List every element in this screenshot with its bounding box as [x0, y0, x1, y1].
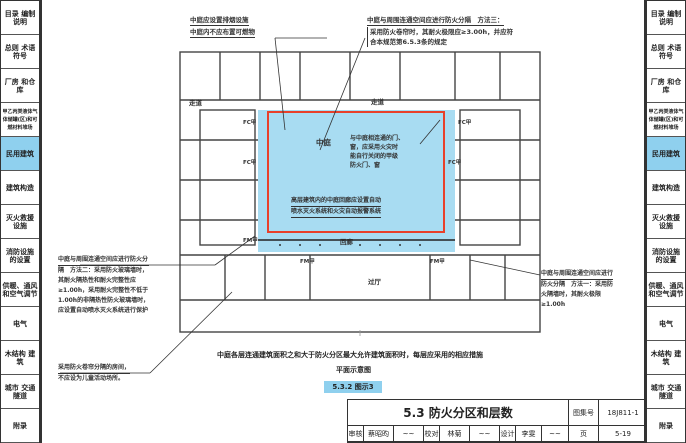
- sidebar-item[interactable]: 民用建筑: [647, 137, 685, 171]
- reviewer: 蔡昭昀: [364, 426, 394, 442]
- page-label: 页: [569, 426, 599, 442]
- caption-sub: 平面示意图: [336, 366, 371, 374]
- note-shutter-room: 采用防火卷帘分隔的房间，不应设为儿童活动场所。: [58, 364, 131, 382]
- sidebar-item[interactable]: 城市 交通隧道: [1, 375, 39, 409]
- review-label: 审核: [348, 426, 364, 442]
- fire-shutter-label: FC甲: [458, 120, 472, 126]
- corridor-label: 走道: [371, 98, 384, 106]
- designer: 李雯: [516, 426, 542, 442]
- sidebar-item[interactable]: 电气: [647, 307, 685, 341]
- note-sprinkler: 高层建筑内的中庭回廊应设置自动喷水灭火系统和火灾自动报警系统: [291, 196, 382, 218]
- sidebar-item[interactable]: 供暖、通风 和空气调节: [647, 273, 685, 307]
- sidebar-item[interactable]: 木结构 建筑: [647, 341, 685, 375]
- sidebar-item[interactable]: 消防设施 的设置: [1, 239, 39, 273]
- fire-door-label: FM甲: [300, 259, 315, 265]
- sidebar-item[interactable]: 灭火救援 设施: [1, 205, 39, 239]
- note-method3-title: 中庭与周围连通空间应进行防火分隔 方法三：: [367, 16, 504, 26]
- note-doors: 与中庭相连通的门、窗，应采用火灾时能自行关闭的甲级防火门、窗: [350, 135, 405, 169]
- sidebar-item[interactable]: 供暖、通风 和空气调节: [1, 273, 39, 307]
- fire-shutter-label: FC甲: [243, 120, 257, 126]
- sidebar-item[interactable]: 厂房 和仓库: [647, 69, 685, 103]
- check-label: 校对: [424, 426, 440, 442]
- designer-signature: ~~: [542, 426, 569, 442]
- sidebar-item[interactable]: 甲乙丙类液体气体储罐(区)和可燃材料堆场: [1, 103, 39, 137]
- reviewer-signature: ~~: [394, 426, 424, 442]
- hall-label: 过厅: [368, 278, 381, 286]
- checker: 林菊: [440, 426, 470, 442]
- atrium-label: 中庭: [316, 138, 331, 147]
- fire-door-label: FM甲: [243, 238, 258, 244]
- checker-signature: ~~: [470, 426, 500, 442]
- design-label: 设计: [500, 426, 516, 442]
- sidebar-item[interactable]: 建筑构造: [647, 171, 685, 205]
- drawing-frame: [40, 0, 646, 443]
- gallery-label: 回廊: [340, 238, 353, 246]
- section-title: 5.3 防火分区和层数: [348, 400, 569, 426]
- figure-label: 5.3.2 图示3: [324, 381, 382, 393]
- sidebar-item[interactable]: 城市 交通隧道: [647, 375, 685, 409]
- sidebar-item[interactable]: 甲乙丙类液体气体储罐(区)和可燃材料堆场: [647, 103, 685, 137]
- atlas-label: 图集号: [569, 400, 599, 426]
- sidebar-item[interactable]: 灭火救援 设施: [647, 205, 685, 239]
- sidebar-item[interactable]: 目录 编制说明: [647, 1, 685, 35]
- fire-door-label: FM甲: [430, 259, 445, 265]
- corridor-label: 走道: [189, 99, 202, 107]
- sidebar-item[interactable]: 总则 术语 符号: [647, 35, 685, 69]
- atrium-area: [258, 110, 455, 252]
- sprinkler-dots: [279, 244, 421, 246]
- sidebar-item[interactable]: 建筑构造: [1, 171, 39, 205]
- caption-main: 中庭各层连通建筑面积之和大于防火分区最大允许建筑面积时，每层应采用的相应措施: [217, 351, 483, 359]
- title-block: 5.3 防火分区和层数 图集号 18J811-1 审核 蔡昭昀 ~~ 校对 林菊…: [347, 399, 647, 443]
- sidebar-item[interactable]: 民用建筑: [1, 137, 39, 171]
- room-walls: [180, 52, 540, 300]
- sidebar-item[interactable]: 总则 术语 符号: [1, 35, 39, 69]
- sidebar-left: 目录 编制说明总则 术语 符号厂房 和仓库甲乙丙类液体气体储罐(区)和可燃材料堆…: [0, 0, 40, 443]
- sidebar-item[interactable]: 消防设施 的设置: [647, 239, 685, 273]
- atlas-number: 18J811-1: [599, 400, 647, 426]
- sidebar-item[interactable]: 厂房 和仓库: [1, 69, 39, 103]
- sidebar-item[interactable]: 电气: [1, 307, 39, 341]
- note-method1: 中庭与周围连通空间应进行防火分隔 方法一：采用防火隔墙时，其耐火极限≥1.00h: [541, 270, 614, 308]
- sidebar-item[interactable]: 木结构 建筑: [1, 341, 39, 375]
- fire-separation-boundary: [267, 111, 445, 233]
- note-method3-body: 采用防火卷帘时，其耐火极限应≥3.00h，并应符合本规范第6.5.3条的规定: [367, 27, 513, 47]
- note-combustible: 中庭内不应布置可燃物: [190, 28, 255, 38]
- fire-shutter-label: FC甲: [243, 160, 257, 166]
- fire-shutter-label: FC甲: [448, 160, 462, 166]
- page-number: 5-19: [615, 430, 631, 438]
- sidebar-item[interactable]: 目录 编制说明: [1, 1, 39, 35]
- note-smoke: 中庭应设置排烟设施: [190, 16, 249, 26]
- note-method2: 中庭与周围连通空间应进行防火分隔 方法二：采用防火玻璃墙时，其耐火隔热性和耐火完…: [58, 256, 150, 314]
